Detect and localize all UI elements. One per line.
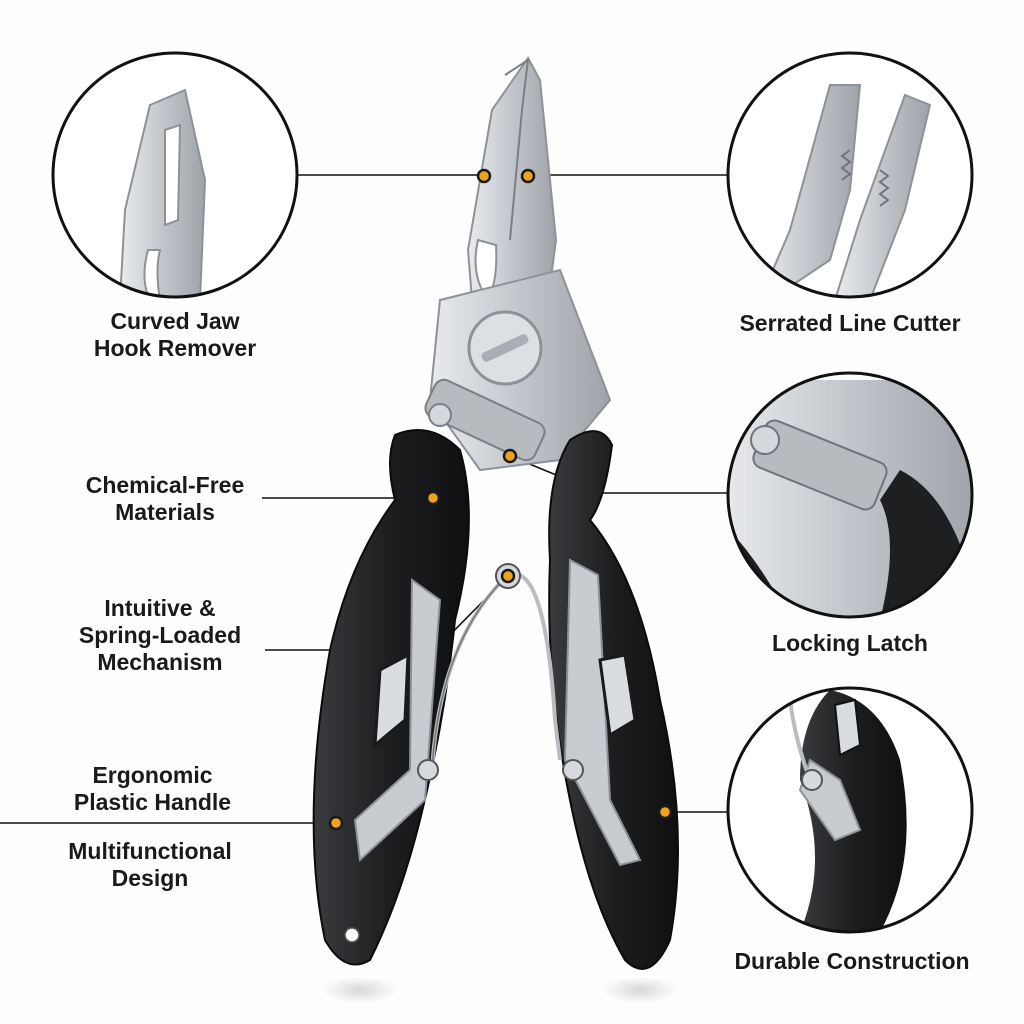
detail-durable (726, 686, 974, 934)
detail-line-cutter (726, 51, 974, 299)
handle-shadow-right (600, 976, 680, 1004)
marker-durable (657, 804, 673, 820)
detail-curved-jaw (51, 51, 299, 299)
pliers (312, 56, 679, 970)
label-line: Ergonomic (92, 762, 213, 788)
marker-ergonomic (328, 815, 344, 831)
left-handle-insert (353, 578, 442, 863)
label-line: Durable Construction (734, 948, 970, 974)
label-line-cutter: Serrated Line Cutter (720, 310, 980, 337)
detail-locking-latch (726, 371, 974, 619)
label-curved-jaw: Curved Jaw Hook Remover (80, 308, 270, 362)
latch-plate (424, 378, 546, 462)
marker-line-cutter (520, 168, 536, 184)
right-handle-insert (563, 558, 642, 867)
feature-markers (328, 168, 673, 831)
marker-curved-jaw (476, 168, 492, 184)
label-chemical-free: Chemical-Free Materials (60, 472, 270, 526)
label-line: Hook Remover (93, 335, 257, 361)
label-line: Materials (115, 499, 215, 525)
label-line: Locking Latch (772, 630, 928, 656)
label-line: Chemical-Free (85, 472, 245, 498)
spring-rivet-right (562, 759, 584, 781)
label-line: Design (111, 865, 189, 891)
marker-spring (500, 568, 516, 584)
spring-rivet-left (417, 759, 439, 781)
label-line: Multifunctional (68, 838, 232, 864)
label-line: Mechanism (97, 649, 223, 675)
handle-shadow-left (320, 976, 400, 1004)
label-line: Curved Jaw (110, 308, 240, 334)
lanyard-hole (344, 927, 360, 943)
marker-locking-latch (502, 448, 518, 464)
label-durable: Durable Construction (712, 948, 992, 975)
label-line: Serrated Line Cutter (739, 310, 961, 336)
label-line: Plastic Handle (73, 789, 232, 815)
label-multifunctional: Multifunctional Design (50, 838, 250, 892)
label-line: Spring-Loaded (78, 622, 242, 648)
marker-chemical-free (425, 490, 441, 506)
label-ergonomic: Ergonomic Plastic Handle (55, 762, 250, 816)
label-locking-latch: Locking Latch (745, 630, 955, 657)
label-spring-loaded: Intuitive & Spring-Loaded Mechanism (55, 595, 265, 676)
label-line: Intuitive & (104, 595, 216, 621)
